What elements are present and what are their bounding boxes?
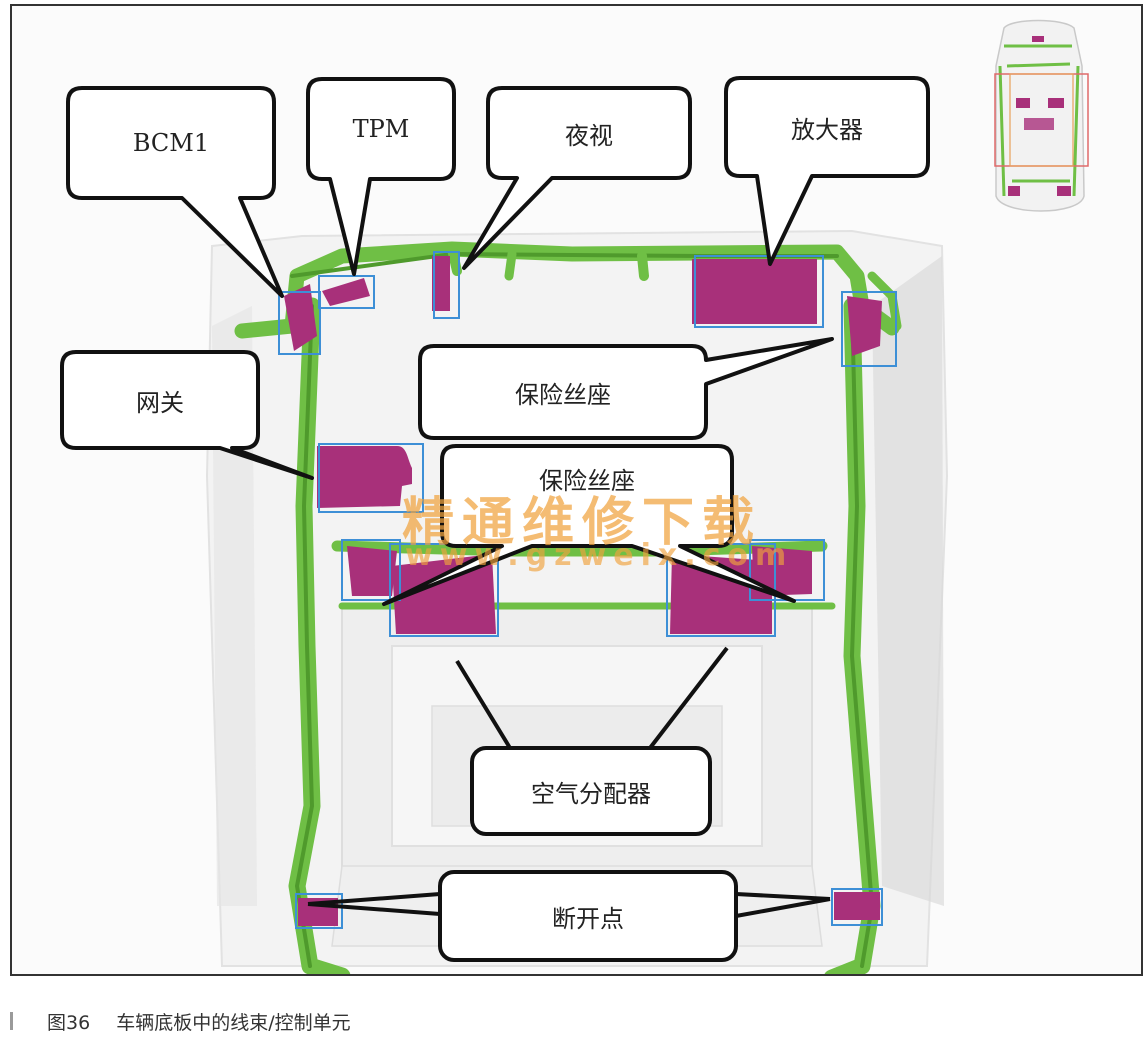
callouts	[60, 76, 930, 962]
callout-gateway	[60, 350, 314, 480]
figure-frame: BCM1 TPM 夜视 放大器 网关 保险丝座 保险丝座 空气分配器 断开点 精…	[10, 4, 1143, 976]
callout-tpm	[306, 77, 456, 276]
control-modules	[284, 256, 882, 926]
harness-diagram	[60, 19, 1089, 974]
callout-night-vision	[462, 86, 692, 270]
vehicle-thumbnail	[994, 19, 1089, 212]
callout-air-distributor	[470, 746, 712, 836]
caption-marker	[10, 1012, 13, 1030]
pointer-lines	[307, 646, 831, 918]
caption-text: 车辆底板中的线束/控制单元	[116, 1011, 351, 1034]
callout-break-point	[438, 870, 738, 962]
callout-amplifier	[724, 76, 930, 266]
callout-bcm1	[66, 86, 284, 298]
callout-fuse-box-right	[418, 337, 834, 440]
figure-caption: 图36 车辆底板中的线束/控制单元	[10, 1004, 351, 1038]
caption-number: 图36	[47, 1011, 91, 1034]
module-highlight-boxes	[278, 251, 897, 929]
callout-fuse-box-center	[382, 444, 796, 606]
